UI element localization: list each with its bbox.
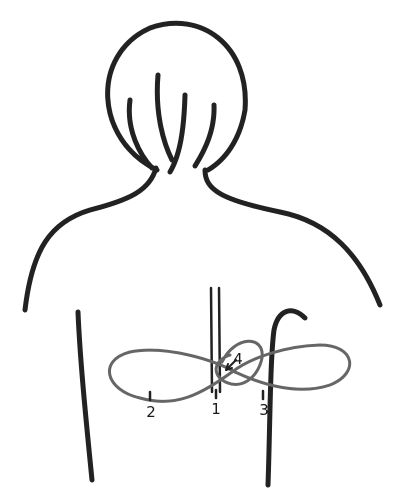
neck-left-outline	[25, 168, 156, 310]
point-label-2: 2	[146, 405, 156, 420]
hair-strand	[157, 75, 172, 160]
neck-right-outline	[205, 170, 380, 305]
point-label-1: 1	[211, 402, 221, 417]
spine-line-left	[211, 288, 212, 392]
hair-strand	[195, 105, 214, 166]
point-label-3: 3	[259, 403, 269, 418]
cord-right-loop	[232, 345, 350, 389]
point-label-4: 4	[233, 352, 243, 367]
right-arm-line	[268, 311, 305, 485]
left-back-line	[78, 312, 92, 480]
